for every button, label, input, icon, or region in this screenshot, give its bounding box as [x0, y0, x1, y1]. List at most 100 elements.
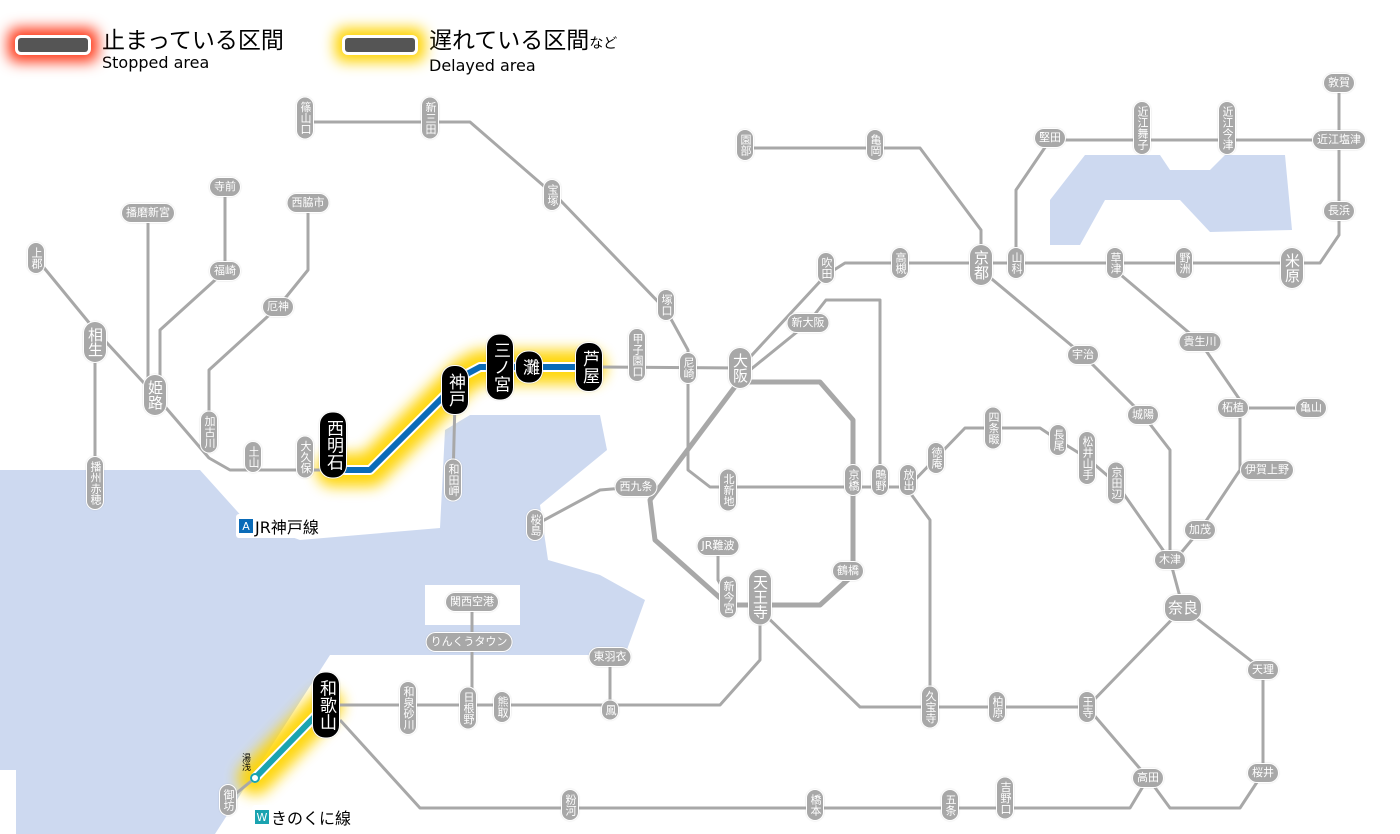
- station-label[interactable]: 堅田: [1035, 129, 1065, 147]
- station-label[interactable]: 日根野: [460, 687, 476, 729]
- station-label[interactable]: 新三田: [422, 97, 438, 139]
- station-label[interactable]: 大久保: [297, 436, 313, 478]
- station-label[interactable]: 播州赤穂: [87, 457, 103, 509]
- station-label[interactable]: 新今宮: [720, 576, 736, 618]
- legend-stopped-ja: 止まっている区間: [102, 28, 284, 54]
- station-label[interactable]: 甲子園口: [629, 329, 645, 381]
- station-label[interactable]: 高田: [1133, 769, 1163, 787]
- station-label[interactable]: 和田岬: [445, 459, 461, 501]
- station-label[interactable]: 新大阪: [787, 314, 829, 332]
- station-label[interactable]: 木津: [1155, 551, 1185, 569]
- station-label[interactable]: 上郡: [28, 243, 44, 273]
- line-code-badge: A: [239, 519, 253, 533]
- station-label[interactable]: 篠山口: [297, 97, 313, 139]
- station-label[interactable]: 王寺: [1079, 692, 1095, 722]
- station-label[interactable]: 播磨新宮: [122, 204, 174, 222]
- station-label[interactable]: 四条畷: [985, 407, 1001, 449]
- station-label[interactable]: 吉野口: [997, 777, 1013, 819]
- line-label-jr-kobe[interactable]: A JR神戸線: [236, 514, 322, 538]
- station-label[interactable]: 京田辺: [1108, 462, 1124, 504]
- station-label[interactable]: 宝塚: [544, 180, 560, 210]
- station-label[interactable]: 米原: [1281, 248, 1303, 288]
- station-label[interactable]: 柘植: [1218, 399, 1248, 417]
- station-label[interactable]: 関西空港: [446, 593, 498, 611]
- station-delayed-label[interactable]: 神戸: [442, 366, 468, 414]
- station-label[interactable]: 桜島: [527, 510, 543, 540]
- station-label[interactable]: 天理: [1248, 661, 1278, 679]
- station-label[interactable]: 相生: [84, 322, 106, 362]
- station-label[interactable]: 吹田: [818, 253, 834, 283]
- station-label[interactable]: 熊取: [494, 692, 510, 722]
- station-label[interactable]: 高槻: [892, 248, 908, 278]
- legend-delayed-suffix: など: [589, 36, 618, 52]
- station-label[interactable]: 近江舞子: [1134, 102, 1150, 154]
- station-label[interactable]: 西脇市: [287, 194, 329, 212]
- stopped-swatch: [18, 38, 88, 52]
- station-label[interactable]: 大阪: [729, 348, 751, 388]
- station-label[interactable]: 北新地: [720, 469, 736, 511]
- station-label[interactable]: 鴫野: [872, 465, 888, 495]
- station-label[interactable]: 野洲: [1176, 248, 1192, 278]
- legend-delayed-en: Delayed area: [429, 56, 536, 75]
- station-label[interactable]: 奈良: [1164, 595, 1202, 621]
- station-label[interactable]: 松井山手: [1079, 432, 1095, 484]
- line-name: きのくに線: [271, 809, 352, 828]
- station-label[interactable]: 鳳: [602, 700, 618, 720]
- water: [0, 155, 1292, 834]
- line-code-badge: W: [255, 810, 269, 824]
- station-label[interactable]: 放出: [900, 465, 916, 495]
- station-label[interactable]: 桜井: [1248, 764, 1278, 782]
- station-label[interactable]: 土山: [245, 442, 261, 472]
- station-label[interactable]: 徳庵: [928, 443, 944, 473]
- station-label[interactable]: 寺前: [210, 178, 240, 196]
- station-label[interactable]: 厄神: [263, 298, 293, 316]
- station-delayed-label[interactable]: 芦屋: [576, 343, 602, 391]
- station-label[interactable]: りんくうタウン: [426, 633, 512, 651]
- station-label[interactable]: 湯浅: [240, 753, 250, 771]
- station-label[interactable]: 亀岡: [867, 130, 883, 160]
- line-label-kinokuni[interactable]: W きのくに線: [252, 805, 355, 829]
- station-label[interactable]: 和泉砂川: [400, 682, 416, 734]
- station-label[interactable]: 亀山: [1296, 399, 1326, 417]
- station-delayed-label[interactable]: 和歌山: [313, 672, 339, 738]
- osaka-bay: [0, 415, 645, 834]
- station-label[interactable]: 草津: [1107, 248, 1123, 278]
- station-label[interactable]: 近江今津: [1219, 102, 1235, 154]
- station-label[interactable]: 姫路: [144, 375, 166, 415]
- station-label[interactable]: 宇治: [1068, 346, 1098, 364]
- station-label[interactable]: 京都: [970, 245, 992, 285]
- station-label[interactable]: 加茂: [1185, 521, 1215, 539]
- lake-biwa: [1050, 155, 1292, 245]
- station-label[interactable]: 尼崎: [680, 353, 696, 383]
- station-label[interactable]: 天王寺: [749, 569, 771, 625]
- station-label[interactable]: 京橋: [845, 465, 861, 495]
- station-label[interactable]: 西九条: [615, 478, 657, 496]
- station-label[interactable]: 久宝寺: [922, 686, 938, 728]
- station-label[interactable]: 五条: [942, 790, 958, 820]
- station-label[interactable]: 長尾: [1050, 425, 1066, 455]
- station-label[interactable]: 加古川: [201, 411, 217, 453]
- station-label[interactable]: 敦賀: [1324, 74, 1354, 92]
- station-label[interactable]: 近江塩津: [1313, 131, 1365, 149]
- legend-delayed: 遅れている区間など Delayed area: [345, 28, 617, 75]
- station-label[interactable]: 粉河: [562, 790, 578, 820]
- station-delayed-label[interactable]: 灘: [516, 351, 542, 383]
- station-label[interactable]: 鶴橋: [833, 562, 863, 580]
- station-label[interactable]: 橋本: [807, 790, 823, 820]
- line-name: JR神戸線: [255, 518, 319, 537]
- station-label[interactable]: 御坊: [220, 785, 236, 815]
- station-label[interactable]: 福崎: [210, 262, 240, 280]
- station-label[interactable]: 伊賀上野: [1241, 461, 1293, 479]
- station-label[interactable]: 塚口: [658, 290, 674, 320]
- station-label[interactable]: 長浜: [1324, 202, 1354, 220]
- station-label[interactable]: 山科: [1008, 248, 1024, 278]
- station-delayed-label[interactable]: 西明石: [320, 412, 346, 478]
- station-label[interactable]: 園部: [737, 130, 753, 160]
- station-delayed-label[interactable]: 三ノ宮: [487, 334, 513, 400]
- legend-stopped: 止まっている区間 Stopped area: [18, 28, 284, 72]
- station-label[interactable]: 東羽衣: [589, 648, 631, 666]
- station-label[interactable]: 柏原: [989, 692, 1005, 722]
- station-label[interactable]: JR難波: [697, 537, 739, 555]
- station-label[interactable]: 城陽: [1128, 406, 1158, 424]
- station-label[interactable]: 貴生川: [1179, 333, 1221, 351]
